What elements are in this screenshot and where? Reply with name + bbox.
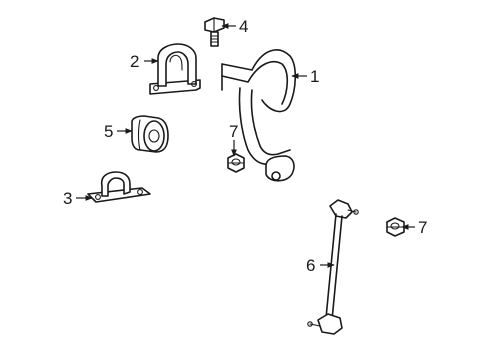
- nut-left: [227, 153, 245, 173]
- callout-7a: 7: [229, 122, 238, 141]
- callout-5: 5: [104, 122, 113, 141]
- callout-4: 4: [239, 17, 248, 36]
- bushing-bracket-upper: [149, 43, 201, 95]
- callout-7b: 7: [418, 218, 427, 237]
- nut-right: [386, 217, 405, 237]
- callout-1: 1: [310, 67, 319, 86]
- callout-2: 2: [130, 52, 139, 71]
- stabilizer-link: [307, 199, 359, 335]
- bushing: [131, 115, 169, 153]
- bolt: [204, 17, 225, 47]
- callout-3: 3: [63, 189, 72, 208]
- bushing-bracket-lower: [87, 171, 151, 203]
- callout-6: 6: [306, 256, 315, 275]
- stabilizer-bar: [221, 49, 297, 182]
